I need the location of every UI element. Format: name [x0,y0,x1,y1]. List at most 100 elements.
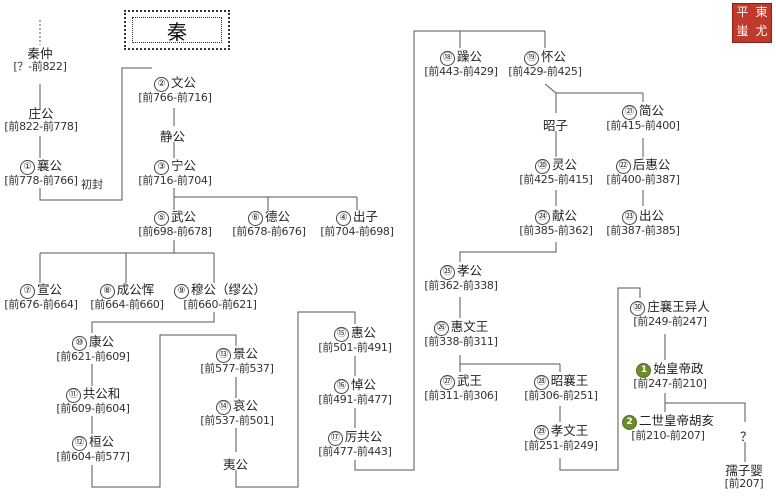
ruler-name: 哀公 [232,398,258,413]
order-badge: ⑯ [333,379,349,394]
reign-years: [前822-前778] [4,120,78,134]
ruler-name: 献公 [551,208,577,223]
ruler-name: 二世皇帝胡亥 [638,413,714,428]
reign-years: [前704-前698] [320,225,394,238]
order-badge: ④ [335,211,351,226]
ruler-name: 武公 [170,209,196,224]
reign-years: [前678-前676] [232,225,306,238]
order-badge: ⑱ [439,51,455,66]
ruler-name: 孝公 [456,263,482,278]
order-badge: ⑩ [71,336,87,351]
reign-years: [前249-前247] [633,315,707,328]
ruler-name: 庄公 [28,106,54,121]
order-badge: ⑫ [71,436,87,451]
ruler-name: 康公 [88,334,114,349]
node-ruziying: 孺子婴 [前207] [712,463,776,491]
emperor-badge: 2 [621,415,637,430]
order-badge: ㉙ [533,425,549,440]
order-badge: ㉒ [615,159,631,174]
ruler-name: 秦仲 [27,46,53,61]
reign-years: [前400-前387] [606,173,680,186]
ruler-name: 出子 [352,209,378,224]
title-frame: 秦 [124,10,230,50]
order-badge: ⑧ [99,284,115,299]
reign-years: [前207] [724,477,764,491]
ruler-name: 昭襄王 [550,373,589,388]
node-zhaozi: 昭子 [543,118,569,133]
order-badge: ㉚ [630,301,646,316]
ruler-name: 庄襄王异人 [647,299,710,314]
ruler-name: 悼公 [350,377,376,392]
reign-years: [前477-前443] [318,445,392,458]
node-unknown: ？ [740,429,753,444]
reign-years: [前429-前425] [508,65,582,78]
page-title: 秦 [132,17,222,44]
order-badge: ㉖ [433,321,449,336]
ruler-name: 襄公 [36,158,62,173]
reign-years: [前425-前415] [519,173,593,186]
reign-years: [前609-前604] [56,402,130,415]
reign-years: [前247-前210] [633,377,707,390]
order-badge: ② [153,77,169,92]
seal-stamp: 平 東 蚩 尤 [732,3,772,43]
node-jinggong: 静公 [160,129,186,144]
ruler-name: 始皇帝政 [653,361,704,376]
ruler-name: 桓公 [88,434,114,449]
reign-years: [前385-前362] [519,224,593,237]
reign-years: [前716-前704] [138,174,212,187]
first-enfeoffed-note: 初封 [81,178,103,191]
node-qinzhong: 秦仲 [？-前822] [3,46,77,74]
reign-years: [前660-前621] [183,298,257,311]
seal-char: 東 [755,5,768,19]
order-badge: ㉕ [439,265,455,280]
reign-years: [前251-前249] [524,439,598,452]
reign-years: [前387-前385] [606,224,680,237]
order-badge: ⑦ [19,284,35,299]
ruler-name: 德公 [264,209,290,224]
ruler-name: 怀公 [540,49,566,64]
reign-years: [前676-前664] [4,298,78,311]
ruler-name: 简公 [638,103,664,118]
order-badge: ⑨ [173,284,189,299]
node-zhuanggong: 庄公 [前822-前778] [0,106,82,134]
reign-years: [前577-前537] [200,362,274,375]
ruler-name: 成公恽 [116,282,155,297]
order-badge: ㉑ [621,105,637,120]
ruler-name: 孺子婴 [725,463,763,478]
ruler-name: 宣公 [36,282,62,297]
reign-years: [前362-前338] [424,279,498,292]
reign-years: [前778-前766] [4,174,78,187]
order-badge: ⑪ [65,388,81,403]
order-badge: ⑲ [523,51,539,66]
seal-char: 蚩 [736,24,749,38]
reign-years: [前210-前207] [631,429,705,442]
ruler-name: 躁公 [456,49,482,64]
reign-years: [前537-前501] [200,414,274,427]
order-badge: ① [19,160,35,175]
ruler-name: 文公 [170,75,196,90]
reign-years: [前311-前306] [424,389,498,402]
order-badge: ㉗ [439,375,455,390]
order-badge: ㉓ [621,210,637,225]
order-badge: ③ [153,160,169,175]
